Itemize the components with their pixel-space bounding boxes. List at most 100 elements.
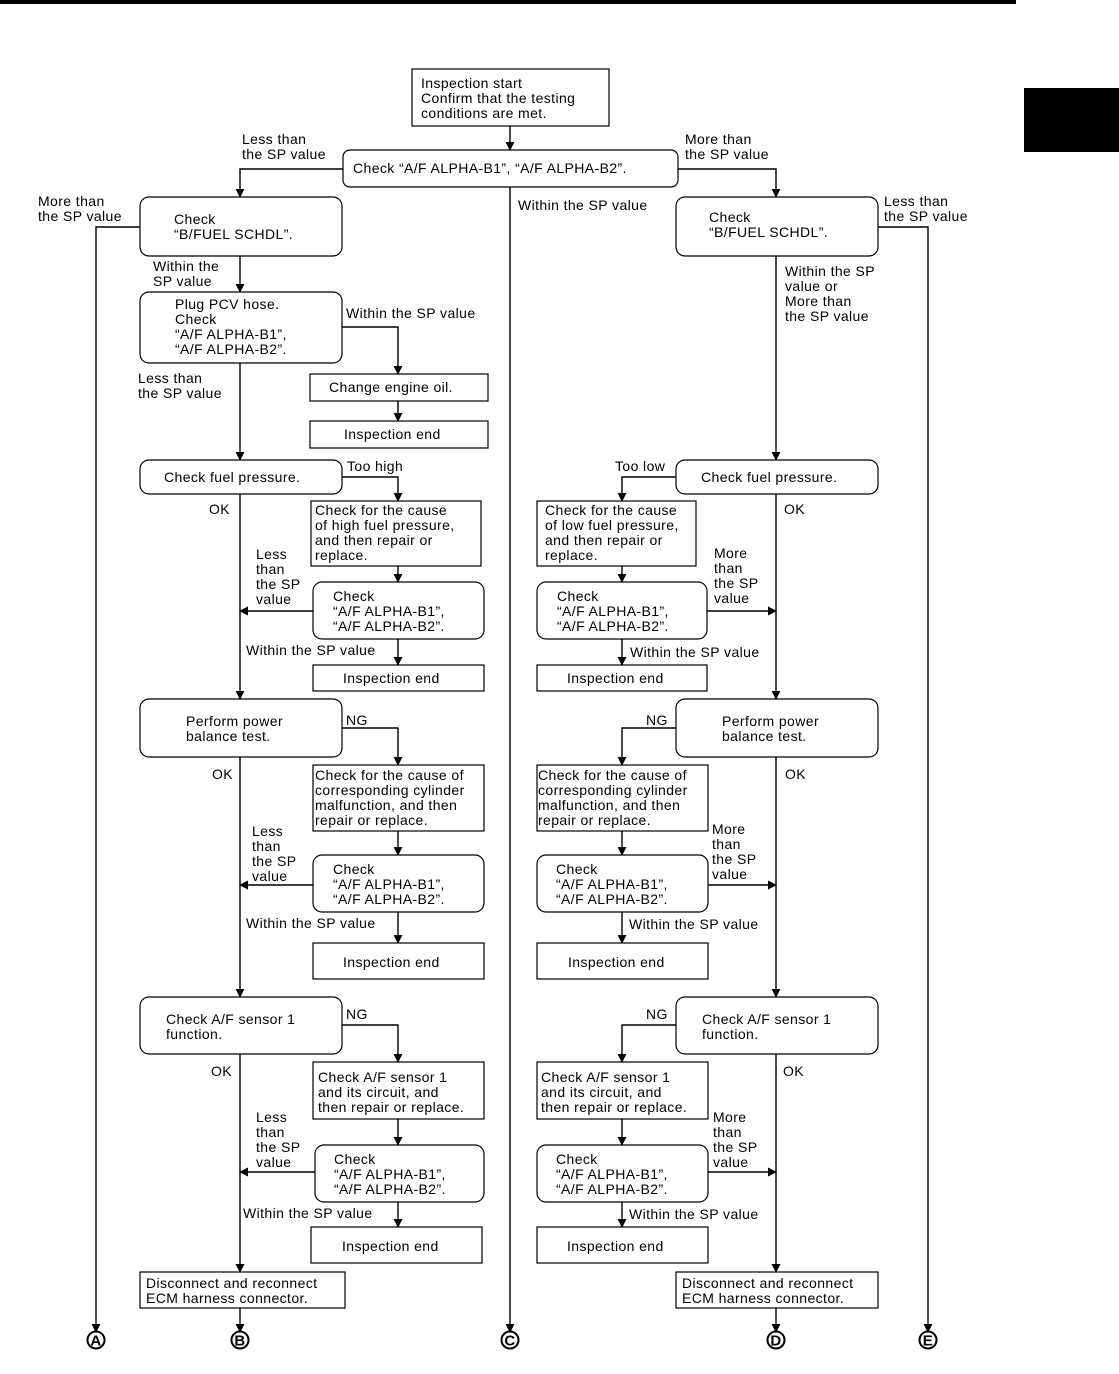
box-frame — [139, 996, 343, 1055]
box-frame — [314, 1144, 485, 1203]
connector-a: A — [86, 1330, 106, 1350]
box-frame — [309, 373, 489, 402]
box-frame — [139, 196, 343, 257]
branch-label-within-l2: Within the SP value — [246, 915, 376, 931]
box-frame — [536, 581, 708, 640]
box-frame — [310, 1226, 483, 1264]
branch-label-ok-r2: OK — [785, 766, 806, 782]
box-frame — [675, 459, 879, 495]
box-end-l1: Inspection end — [312, 664, 485, 692]
flow-connectors — [91, 126, 933, 1333]
box-text: Inspection end — [343, 670, 440, 686]
connector-letter: B — [234, 1333, 245, 1350]
flow-arrow — [91, 226, 140, 1333]
flow-arrow — [342, 1024, 403, 1063]
flow-arrow — [235, 168, 343, 198]
box-alpha-l1: Check“A/F ALPHA-B1”,“A/F ALPHA-B2”. — [312, 581, 485, 640]
box-text: Check“B/FUEL SCHDL”. — [709, 209, 828, 240]
box-frame — [309, 420, 489, 449]
box-frame — [536, 1226, 709, 1264]
box-frame — [536, 764, 709, 832]
box-text: Check“A/F ALPHA-B1”,“A/F ALPHA-B2”. — [556, 1151, 668, 1197]
box-fuel-schdl-right: Check“B/FUEL SCHDL”. — [675, 196, 879, 257]
box-frame — [411, 68, 610, 127]
box-alpha-l3: Check“A/F ALPHA-B1”,“A/F ALPHA-B2”. — [314, 1144, 485, 1203]
box-frame — [536, 942, 709, 980]
flow-arrow — [617, 727, 676, 766]
box-text: Inspection end — [342, 1238, 439, 1254]
connector-e: E — [918, 1330, 938, 1350]
box-frame — [139, 698, 343, 758]
flow-arrow — [342, 727, 403, 766]
branch-label-ok-l2: OK — [212, 766, 233, 782]
branch-label-top-within: Within the SP value — [518, 197, 648, 213]
box-frame — [536, 1144, 709, 1203]
box-text: Check fuel pressure. — [701, 469, 837, 485]
box-text: Inspection end — [343, 954, 440, 970]
branch-label-ok-r3: OK — [783, 1063, 804, 1079]
connector-letter: A — [90, 1333, 101, 1350]
connector-letter: E — [923, 1333, 933, 1350]
box-end-r2: Inspection end — [536, 942, 709, 980]
box-change-oil: Change engine oil. — [309, 373, 489, 402]
box-frame — [312, 1061, 485, 1120]
box-text: Plug PCV hose.Check“A/F ALPHA-B1”,“A/F A… — [175, 296, 287, 357]
box-end1: Inspection end — [309, 420, 489, 449]
box-end-r3: Inspection end — [536, 1226, 709, 1264]
branch-label-ok-l3: OK — [211, 1063, 232, 1079]
box-text: Check“A/F ALPHA-B1”,“A/F ALPHA-B2”. — [556, 861, 668, 907]
box-text: Check“A/F ALPHA-B1”,“A/F ALPHA-B2”. — [333, 861, 445, 907]
box-end-l3: Inspection end — [310, 1226, 483, 1264]
box-text: Check fuel pressure. — [164, 469, 300, 485]
box-frame — [675, 1271, 879, 1309]
flow-arrow — [678, 168, 781, 198]
connector-d: D — [766, 1330, 786, 1350]
box-frame — [312, 854, 485, 913]
branch-label-too-high: Too high — [347, 458, 403, 474]
box-text: Inspection end — [567, 670, 664, 686]
box-alpha-r1: Check“A/F ALPHA-B1”,“A/F ALPHA-B2”. — [536, 581, 708, 640]
section-tab — [1024, 88, 1119, 152]
box-frame — [675, 996, 879, 1055]
flow-arrow — [342, 476, 403, 502]
box-alpha-l2: Check“A/F ALPHA-B1”,“A/F ALPHA-B2”. — [312, 854, 485, 913]
box-frame — [536, 500, 697, 567]
box-frame — [675, 698, 879, 758]
box-frame — [675, 196, 879, 257]
connector-ring — [918, 1330, 938, 1350]
box-pcv: Plug PCV hose.Check“A/F ALPHA-B1”,“A/F A… — [139, 291, 343, 364]
connector-ring — [230, 1330, 250, 1350]
box-frame — [312, 942, 485, 980]
flow-arrow — [878, 226, 933, 1333]
branch-label-ng-l3: NG — [346, 1006, 368, 1022]
flow-arrow — [617, 476, 676, 502]
box-check-af-top: Check “A/F ALPHA-B1”, “A/F ALPHA-B2”. — [342, 149, 679, 188]
box-text: Inspection end — [568, 954, 665, 970]
branch-label-too-low: Too low — [615, 458, 666, 474]
box-frame — [312, 664, 485, 692]
branch-label-pcv-within: Within the SP value — [346, 305, 476, 321]
